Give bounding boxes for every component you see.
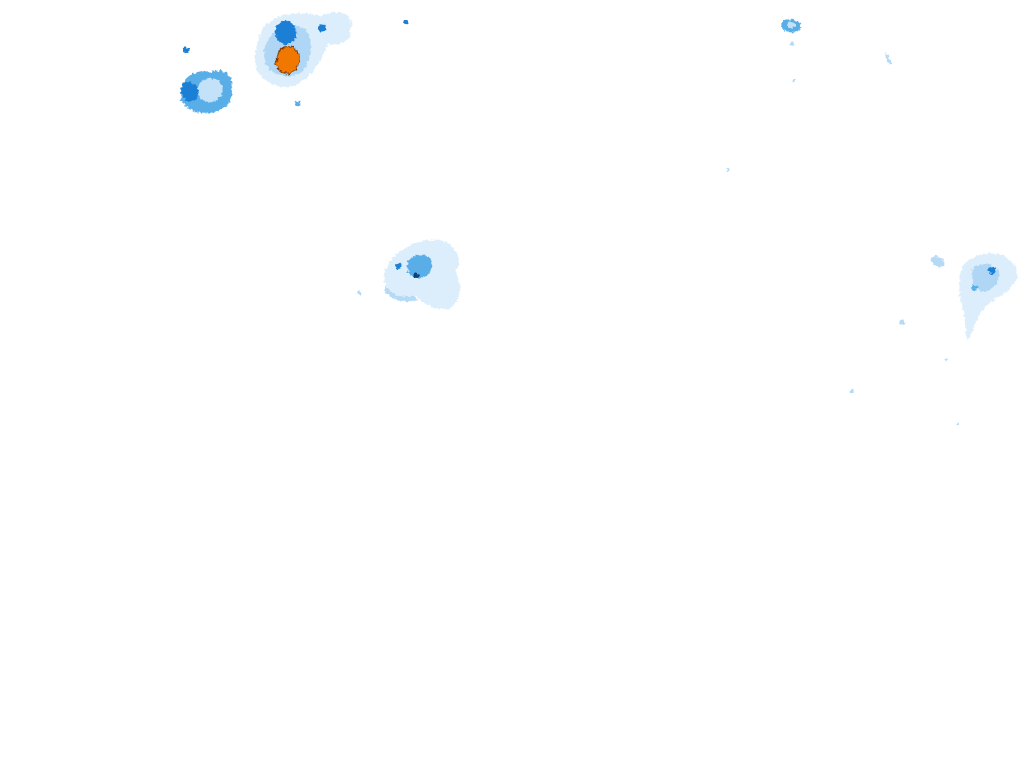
- echo-spot: [792, 78, 796, 82]
- echo-edge: [384, 286, 418, 302]
- echo-cell: [988, 266, 996, 274]
- echo-spot: [850, 390, 854, 394]
- echo-spot: [956, 422, 960, 426]
- echo-streak: [930, 256, 945, 268]
- cluster-center: [358, 239, 460, 310]
- echo-spot: [944, 358, 948, 362]
- cluster-ne-top: [726, 19, 892, 172]
- echo-cell-inner: [787, 21, 796, 29]
- echo-cell: [318, 24, 326, 32]
- echo-cell: [413, 273, 419, 279]
- echo-mid: [407, 254, 433, 279]
- echo-strong: [275, 21, 297, 45]
- echo-spot: [358, 291, 362, 295]
- cluster-east: [850, 253, 1018, 426]
- echo-core: [181, 82, 199, 102]
- cluster-nw-b: [255, 12, 408, 107]
- echo-cell: [295, 101, 301, 107]
- echo-cell: [404, 20, 408, 24]
- echo-ring-inner: [197, 78, 223, 103]
- echo-extreme: [275, 46, 300, 74]
- cluster-nw-a: [181, 47, 233, 114]
- echo-cell: [395, 263, 401, 269]
- echo-spot: [899, 319, 905, 325]
- echo-cell: [971, 285, 977, 291]
- echo-spot: [790, 42, 794, 46]
- echo-spot: [183, 47, 189, 53]
- echo-arc: [885, 52, 892, 64]
- echo-spot: [726, 168, 730, 172]
